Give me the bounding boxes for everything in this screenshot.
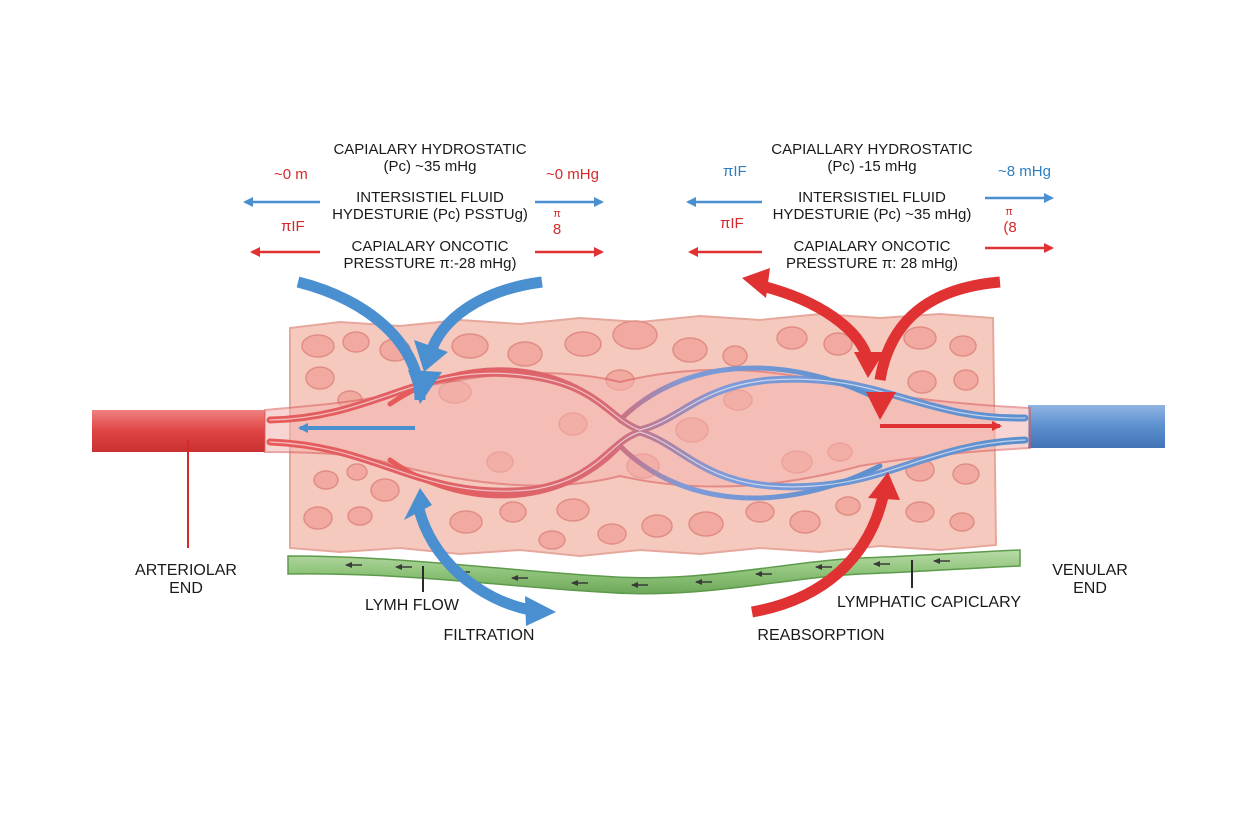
left-interstitial-fluid-label: INTERSISTIEL FLUID HYDESTURIE (Pc) PSSTU… — [332, 189, 528, 224]
reabsorption-label: REABSORPTION — [757, 627, 885, 644]
arteriolar-end-line1: ARTERIOLAR — [135, 562, 237, 579]
left-far-right-mid-value: 8 — [552, 221, 562, 238]
right-capillary-hydrostatic-line2: (Pc) -15 mHg — [827, 158, 917, 176]
left-far-left-mid-value: πIF — [281, 218, 305, 235]
right-capillary-hydrostatic-line1: CAPIALLARY HYDROSTATIC — [771, 141, 973, 158]
right-capillary-oncotic-line2: PRESSTURE π: 28 mHg) — [785, 255, 959, 273]
reabsorption-arrowheads — [742, 268, 900, 500]
right-far-left-top-value: πIF — [723, 163, 747, 180]
left-far-right-top-value: ~0 mHg — [546, 166, 599, 183]
right-far-right-mid-value: (8 — [1003, 219, 1017, 236]
arteriolar-end-line2: END — [169, 580, 203, 598]
arteriolar-end-label: ARTERIOLAR END — [135, 562, 237, 599]
left-force-arrows — [243, 197, 604, 257]
right-interstitial-fluid-label: INTERSISTIEL FLUID HYDESTURIE (Pc) ~35 m… — [773, 189, 972, 224]
reabsorption-arrows — [751, 276, 1001, 618]
lymph-flow-label: LYMH FLOW — [365, 597, 459, 614]
right-far-left-mid-value: πIF — [720, 215, 744, 232]
left-capillary-oncotic-line2: PRESSTURE π:-28 mHg) — [343, 255, 517, 273]
venular-end-line2: END — [1073, 580, 1107, 598]
venular-end-line1: VENULAR — [1052, 562, 1128, 579]
left-capillary-hydrostatic-line1: CAPIALARY HYDROSTATIC — [333, 141, 527, 158]
left-capillary-hydrostatic-label: CAPIALARY HYDROSTATIC (Pc) ~35 mHg — [333, 141, 526, 176]
left-far-right-mid-pi: π — [553, 208, 561, 220]
venular-end-label: VENULAR END — [1052, 562, 1128, 599]
right-capillary-oncotic-label: CAPIALARY ONCOTIC PRESSTURE π: 28 mHg) — [786, 238, 958, 273]
left-capillary-oncotic-line1: CAPIALARY ONCOTIC — [351, 238, 509, 255]
right-far-right-top-value: ~8 mHg — [998, 163, 1051, 180]
right-interstitial-fluid-line2: HYDESTURIE (Pc) ~35 mHg) — [772, 206, 972, 224]
lymphatic-capillary-label: LYMPHATIC CAPICLARY — [836, 594, 1022, 611]
right-capillary-oncotic-line1: CAPIALARY ONCOTIC — [793, 238, 951, 255]
lymphatic-capillary — [287, 549, 1021, 595]
right-far-right-mid-pi: π — [1005, 206, 1013, 218]
arteriole-vessel — [92, 410, 265, 452]
left-interstitial-fluid-line1: INTERSISTIEL FLUID — [356, 189, 504, 206]
left-far-left-top-value: ~0 m — [274, 166, 308, 183]
filtration-arrowheads — [404, 340, 556, 626]
filtration-label: FILTRATION — [443, 627, 535, 644]
left-capillary-oncotic-label: CAPIALARY ONCOTIC PRESSTURE π:-28 mHg) — [344, 238, 517, 273]
leader-lines — [187, 440, 913, 592]
tissue-cells — [301, 320, 980, 550]
right-interstitial-fluid-line1: INTERSISTIEL FLUID — [798, 189, 946, 206]
right-capillary-hydrostatic-label: CAPIALLARY HYDROSTATIC (Pc) -15 mHg — [771, 141, 972, 176]
left-capillary-hydrostatic-line2: (Pc) ~35 mHg — [383, 158, 477, 176]
venule-vessel — [1028, 405, 1165, 448]
left-interstitial-fluid-line2: HYDESTURIE (Pc) PSSTUg) — [332, 206, 528, 224]
right-force-arrows — [686, 193, 1054, 257]
lymph-flow-arrows — [345, 558, 950, 588]
